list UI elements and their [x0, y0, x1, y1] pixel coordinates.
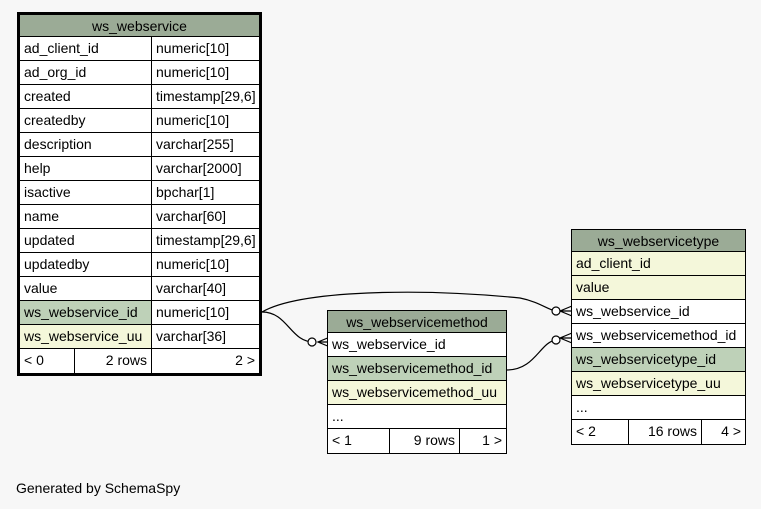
row-count: 2 rows: [75, 349, 152, 373]
table-row[interactable]: ...: [328, 405, 506, 429]
column-name: ad_client_id: [576, 255, 651, 271]
column-type: varchar[255]: [156, 136, 234, 152]
parents-link[interactable]: < 0: [20, 349, 75, 373]
column-name: help: [20, 157, 152, 180]
column-name: value: [576, 279, 610, 295]
more-columns-ellipsis: ...: [576, 399, 588, 415]
rel-webservice-to-type: [261, 291, 557, 313]
table-row[interactable]: ad_client_id: [572, 252, 745, 276]
column-type: timestamp[29,6]: [156, 232, 256, 248]
children-link[interactable]: 1 >: [482, 432, 502, 448]
column-name: ad_org_id: [20, 61, 152, 84]
children-link[interactable]: 2 >: [235, 352, 255, 368]
table-title[interactable]: ws_webservice: [20, 15, 259, 37]
primary-key-column-name: ws_webservicemethod_id: [332, 360, 493, 376]
column-name: updatedby: [20, 253, 152, 276]
column-type: numeric[10]: [156, 256, 230, 272]
column-type: varchar[36]: [156, 328, 227, 344]
generated-by-credit: Generated by SchemaSpy: [16, 480, 181, 496]
children-link[interactable]: 4 >: [721, 423, 741, 439]
column-name: ad_client_id: [20, 37, 152, 60]
column-type: varchar[2000]: [156, 160, 242, 176]
table-row[interactable]: ws_webservicetype_uu: [572, 372, 745, 396]
column-name: ws_webservice_id: [576, 303, 690, 319]
table-row[interactable]: ws_webservicemethod_id: [328, 357, 506, 381]
table-title[interactable]: ws_webservicemethod: [328, 311, 506, 333]
primary-key-column-name: ws_webservice_id: [20, 301, 152, 324]
unique-column-name: ws_webservicemethod_uu: [332, 384, 497, 400]
table-row[interactable]: value: [572, 276, 745, 300]
row-count: 16 rows: [629, 420, 702, 444]
primary-key-column-name: ws_webservicetype_id: [576, 351, 717, 367]
table-row[interactable]: ...: [572, 396, 745, 420]
column-name: name: [20, 205, 152, 228]
column-name: updated: [20, 229, 152, 252]
table-row[interactable]: ws_webservice_id: [328, 333, 506, 357]
table-footer: < 0 2 rows 2 >: [20, 349, 259, 373]
column-type: numeric[10]: [156, 112, 230, 128]
table-footer: < 1 9 rows 1 >: [328, 429, 506, 453]
table-row[interactable]: ws_webservicemethod_uu: [328, 381, 506, 405]
column-name: value: [20, 277, 152, 300]
rel-webservice-to-method: [261, 311, 315, 343]
column-name: created: [20, 85, 152, 108]
column-name: description: [20, 133, 152, 156]
parents-link[interactable]: < 2: [572, 420, 629, 444]
unique-column-name: ws_webservicetype_uu: [576, 375, 721, 391]
column-type: numeric[10]: [156, 64, 230, 80]
table-title[interactable]: ws_webservicetype: [572, 230, 745, 252]
unique-column-name: ws_webservice_uu: [20, 325, 152, 348]
table-row[interactable]: ws_webservicetype_id: [572, 348, 745, 372]
table-footer: < 2 16 rows 4 >: [572, 420, 745, 444]
table-row[interactable]: ws_webservice_id: [572, 300, 745, 324]
column-type: varchar[60]: [156, 208, 227, 224]
table-ws_webservicemethod[interactable]: ws_webservicemethod ws_webservice_id ws_…: [327, 310, 507, 454]
column-type: bpchar[1]: [156, 184, 215, 200]
column-name: ws_webservice_id: [332, 336, 446, 352]
column-type: numeric[10]: [156, 304, 230, 320]
more-columns-ellipsis: ...: [332, 408, 344, 424]
column-type: numeric[10]: [156, 40, 230, 56]
column-name: isactive: [20, 181, 152, 204]
parents-link[interactable]: < 1: [328, 429, 390, 453]
column-type: timestamp[29,6]: [156, 88, 256, 104]
rel-method-to-type: [506, 339, 557, 371]
rel-type-ws-optional-circle: [551, 306, 561, 316]
row-count: 9 rows: [390, 429, 460, 453]
column-type: varchar[40]: [156, 280, 227, 296]
rel-method-optional-circle: [307, 337, 317, 347]
column-name: ws_webservicemethod_id: [576, 327, 737, 343]
table-ws_webservicetype[interactable]: ws_webservicetype ad_client_id value ws_…: [571, 229, 746, 445]
rel-type-method-optional-circle: [551, 335, 561, 345]
table-row[interactable]: ws_webservicemethod_id: [572, 324, 745, 348]
column-name: createdby: [20, 109, 152, 132]
